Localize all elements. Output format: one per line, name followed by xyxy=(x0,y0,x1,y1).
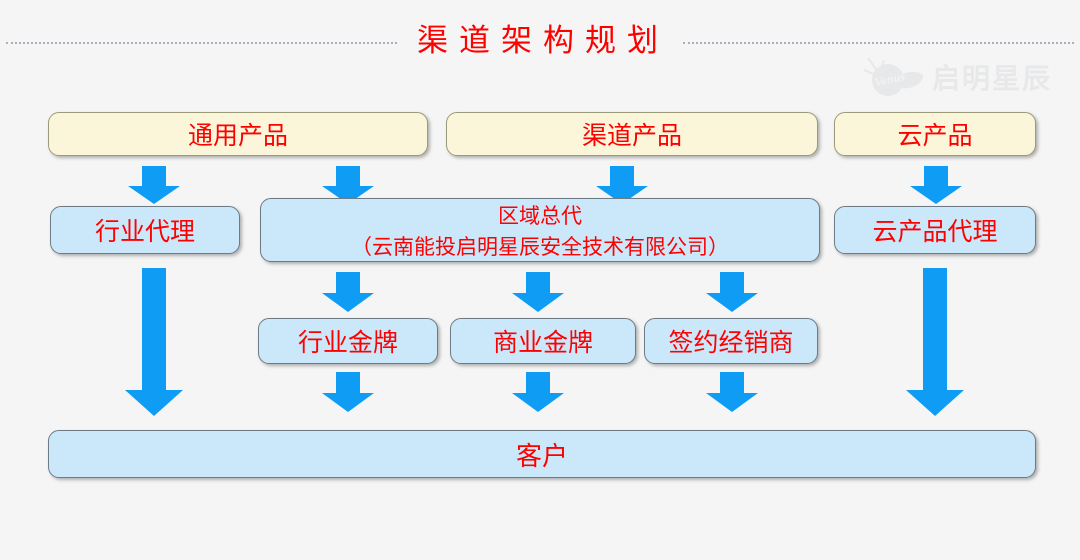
brand-name: 启明星辰 xyxy=(932,62,1053,95)
node-industry-gold[interactable]: 行业金牌 xyxy=(258,318,438,364)
title-band: 渠道架构规划 xyxy=(0,14,1080,68)
node-general-product[interactable]: 通用产品 xyxy=(48,112,428,156)
node-cloud-product[interactable]: 云产品 xyxy=(834,112,1036,156)
svg-text:Venus: Venus xyxy=(874,72,906,89)
arrow-industry-agent-to-customer xyxy=(125,268,183,424)
node-label: 商业金牌 xyxy=(492,328,593,357)
title-rule-left xyxy=(6,42,397,44)
arrow-regional-to-contracted-dealer xyxy=(706,272,758,312)
node-customer[interactable]: 客户 xyxy=(48,430,1036,478)
node-channel-product[interactable]: 渠道产品 xyxy=(446,112,818,156)
page-title: 渠道架构规划 xyxy=(417,22,669,59)
node-label: 渠道产品 xyxy=(581,121,682,150)
node-cloud-product-agent[interactable]: 云产品代理 xyxy=(834,206,1036,254)
node-contracted-dealer[interactable]: 签约经销商 xyxy=(644,318,818,364)
node-label: 行业代理 xyxy=(94,217,195,246)
node-industry-agent[interactable]: 行业代理 xyxy=(50,206,240,254)
arrow-regional-to-commercial-gold xyxy=(512,272,564,312)
node-commercial-gold[interactable]: 商业金牌 xyxy=(450,318,636,364)
arrow-general-to-industry-agent xyxy=(128,166,180,204)
arrow-regional-to-industry-gold xyxy=(322,272,374,312)
node-label: 区域总代 xyxy=(498,203,582,228)
title-rule-right xyxy=(683,42,1074,44)
node-label: 行业金牌 xyxy=(297,328,398,357)
node-sublabel: （云南能投启明星辰安全技术有限公司） xyxy=(351,234,729,259)
arrow-cloud-agent-to-customer xyxy=(906,268,964,424)
node-label: 签约经销商 xyxy=(668,328,794,357)
arrow-cloud-to-cloud-agent xyxy=(910,166,962,204)
node-label: 通用产品 xyxy=(187,121,288,150)
arrow-contracted-dealer-to-customer xyxy=(706,372,758,412)
node-label: 云产品代理 xyxy=(872,217,998,246)
node-label: 云产品 xyxy=(897,121,973,150)
arrow-industry-gold-to-customer xyxy=(322,372,374,412)
arrow-commercial-gold-to-customer xyxy=(512,372,564,412)
node-label: 客户 xyxy=(515,441,568,472)
node-regional-agent[interactable]: 区域总代 （云南能投启明星辰安全技术有限公司） xyxy=(260,198,820,262)
